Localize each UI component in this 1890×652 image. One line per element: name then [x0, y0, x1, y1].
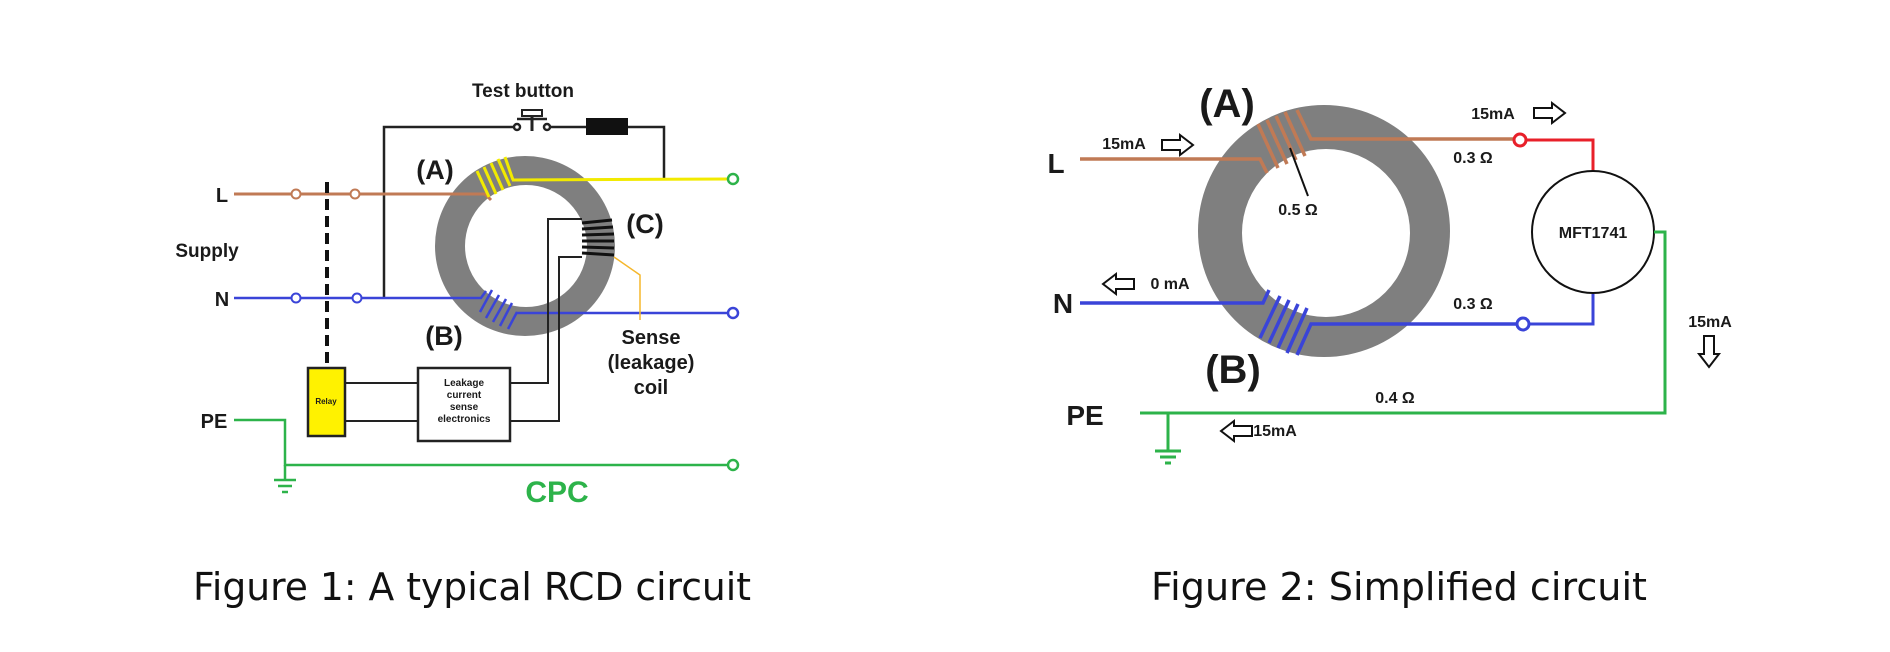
figure-2: MFT1741 L N PE (A) (B) 15mA 15mA 0 mA 15… — [1047, 82, 1732, 609]
figure-1: Test button — [175, 81, 751, 609]
tester-neutral-lead — [1529, 294, 1595, 326]
test-wire-to-yellow — [628, 125, 666, 179]
arrow-right-icon — [1161, 132, 1195, 158]
svg-text:Leakage: Leakage — [444, 378, 484, 389]
pe-resistance-label: 0.4 Ω — [1375, 390, 1415, 407]
pe-current-label: 15mA — [1253, 423, 1297, 440]
relay-box — [306, 366, 347, 438]
winding-a-label: (A) — [416, 155, 453, 185]
winding-c-label: (C) — [626, 209, 663, 239]
test-button-contact-right — [542, 122, 552, 132]
test-button-label: Test button — [472, 81, 574, 102]
sense-coil-label-line3: coil — [634, 377, 668, 399]
terminal-n-label: N — [215, 289, 229, 311]
leakage-electronics-box — [416, 366, 512, 443]
n-out-resistance-label: 0.3 Ω — [1453, 296, 1493, 313]
pe-conductor — [234, 418, 729, 467]
line-conductor — [1080, 109, 1520, 174]
arrow-left-icon — [1219, 418, 1253, 444]
l-terminal-2 — [349, 188, 361, 200]
yellow-output-terminal[interactable] — [726, 172, 740, 186]
electronics-label: Leakage current sense electronics — [438, 378, 491, 425]
tester-line-lead — [1526, 138, 1595, 172]
terminal-n-label: N — [1053, 288, 1073, 319]
neutral-output-terminal[interactable] — [726, 306, 740, 320]
test-button-circuit — [382, 109, 666, 299]
earth-ground-icon — [1155, 413, 1181, 465]
relay-wires — [345, 382, 418, 422]
relay-label: Relay — [315, 397, 337, 406]
toroid-core — [1198, 105, 1450, 357]
coil-c-wires — [511, 218, 582, 422]
test-resistor — [586, 118, 628, 135]
earth-ground-icon — [274, 465, 296, 494]
svg-text:sense: sense — [450, 402, 479, 413]
sense-coil-label-line2: (leakage) — [608, 352, 695, 374]
cpc-output-terminal[interactable] — [726, 458, 740, 472]
test-button-contact-left — [512, 122, 522, 132]
neutral-conductor — [1080, 289, 1516, 356]
winding-resistance-pointer — [1289, 147, 1309, 197]
earth-current-label: 15mA — [1688, 314, 1732, 331]
terminal-l-label: L — [216, 185, 228, 207]
figure-2-caption: Figure 2: Simplified circuit — [1151, 565, 1647, 609]
sense-coil-label-line1: Sense — [622, 327, 681, 349]
cpc-label: CPC — [525, 476, 588, 509]
arrow-down-icon — [1696, 335, 1722, 369]
toroid-core — [435, 156, 615, 336]
winding-b-label: (B) — [425, 321, 462, 351]
winding-b-coil — [478, 289, 729, 330]
sense-coil-pointer — [613, 256, 641, 320]
winding-a-label: (A) — [1199, 82, 1255, 126]
n-terminal-1 — [290, 292, 302, 304]
arrow-right-icon — [1533, 100, 1567, 126]
arrow-left-icon — [1101, 271, 1135, 297]
winding-b-label: (B) — [1205, 348, 1261, 392]
terminal-pe-label: PE — [1066, 400, 1103, 431]
test-wire-left — [382, 125, 514, 299]
test-button-cap — [521, 109, 543, 117]
svg-text:electronics: electronics — [438, 414, 491, 425]
l-output-terminal[interactable] — [1512, 132, 1528, 148]
svg-text:current: current — [447, 390, 482, 401]
supply-label: Supply — [175, 241, 239, 262]
winding-resistance-label: 0.5 Ω — [1278, 202, 1318, 219]
figure-1-caption: Figure 1: A typical RCD circuit — [193, 565, 751, 609]
tester-label: MFT1741 — [1559, 225, 1628, 242]
n-current-label: 0 mA — [1150, 276, 1190, 293]
l-current-out-label: 15mA — [1471, 106, 1515, 123]
neutral-conductor — [234, 290, 488, 304]
pe-conductor — [1140, 230, 1667, 415]
n-terminal-2 — [351, 292, 363, 304]
l-current-in-label: 15mA — [1102, 136, 1146, 153]
line-conductor — [234, 188, 493, 202]
l-out-resistance-label: 0.3 Ω — [1453, 150, 1493, 167]
n-output-terminal[interactable] — [1515, 316, 1531, 332]
terminal-l-label: L — [1047, 148, 1064, 179]
l-terminal-1 — [290, 188, 302, 200]
winding-c-coil — [581, 218, 615, 257]
terminal-pe-label: PE — [201, 411, 228, 433]
winding-a-coil — [475, 156, 730, 198]
